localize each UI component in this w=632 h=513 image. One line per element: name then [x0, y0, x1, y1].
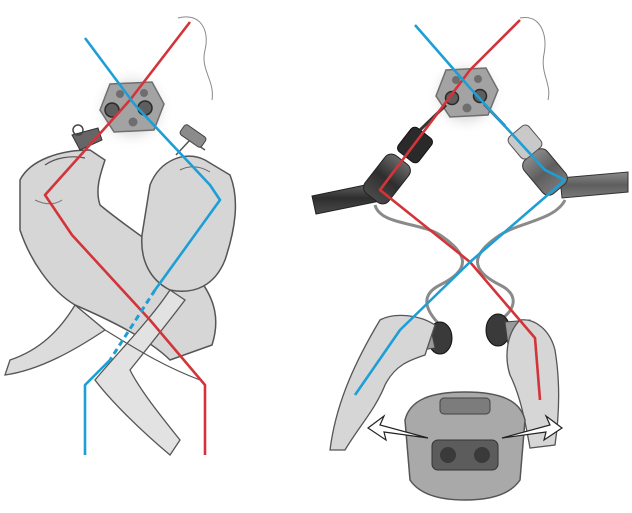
trocar-port-right — [426, 55, 506, 135]
right-cord — [520, 17, 549, 100]
left-panel — [5, 17, 235, 455]
right-hand-glove — [142, 124, 236, 292]
right-panel — [312, 17, 628, 500]
robotic-arm-left — [312, 105, 446, 214]
trocar-port-left — [90, 66, 174, 150]
robotic-arm-right — [484, 104, 628, 198]
